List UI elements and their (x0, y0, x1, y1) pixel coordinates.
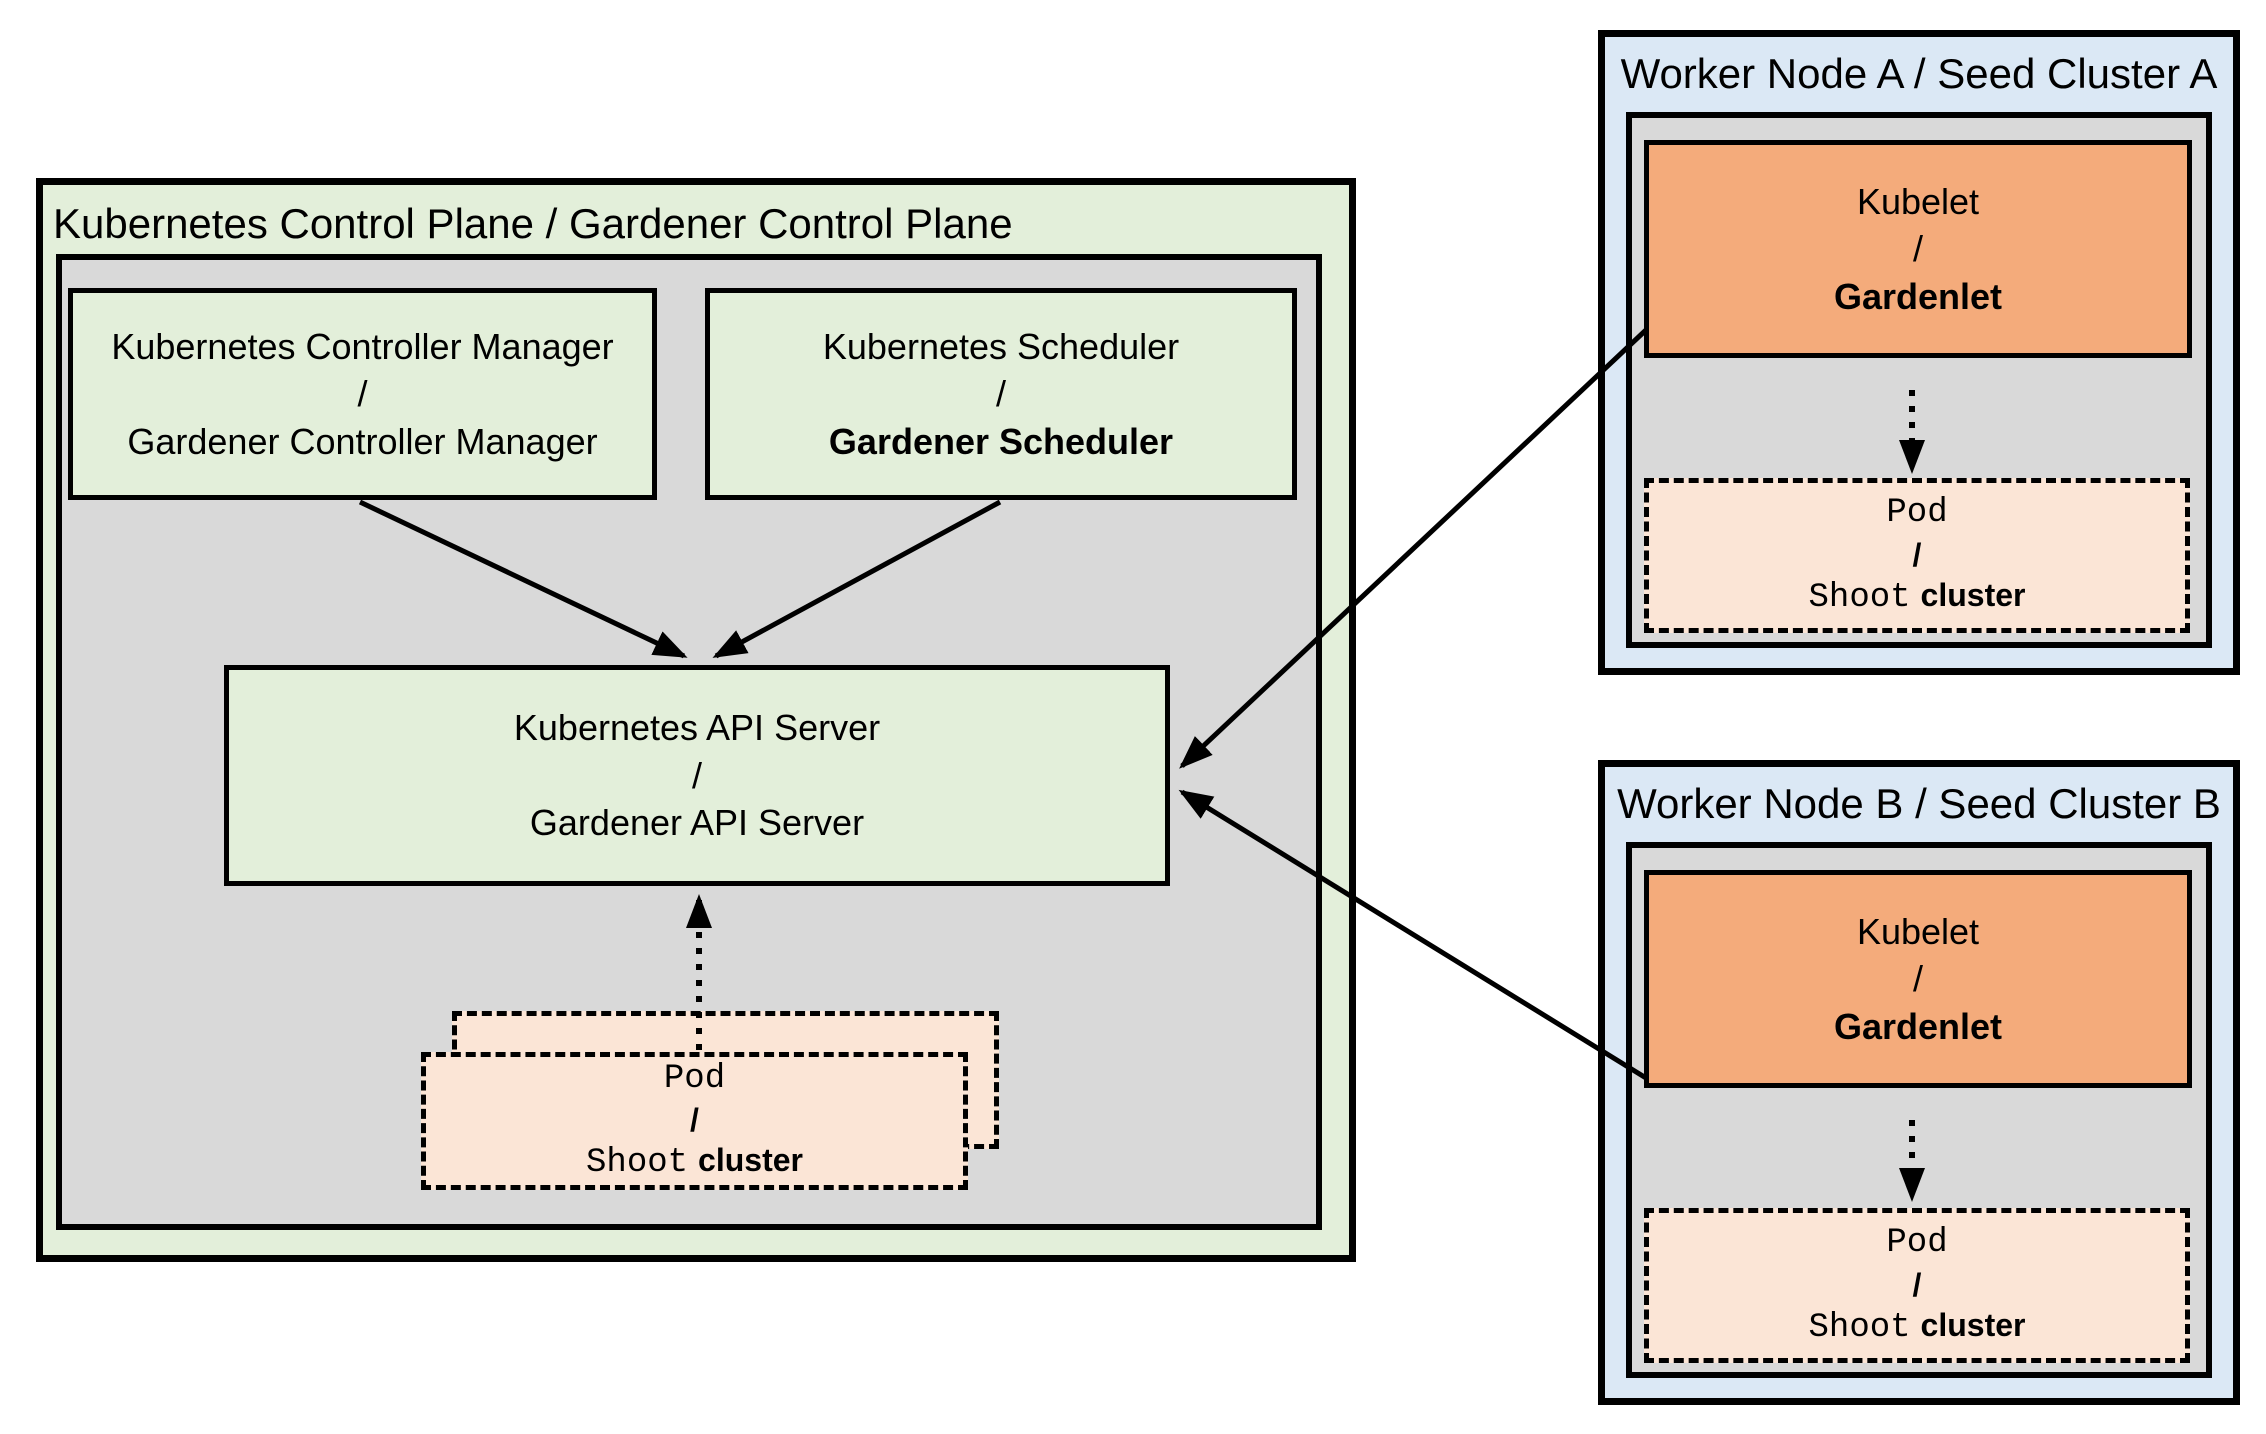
kubelet-b-line2: Gardenlet (1833, 1005, 2003, 1047)
control-plane-inner-box: Kubernetes Controller Manager / Gardener… (56, 254, 1322, 1230)
scheduler-line2: Gardener Scheduler (828, 420, 1174, 462)
worker-node-a-box: Worker Node A / Seed Cluster A Kubelet /… (1598, 30, 2240, 675)
pod-b-line2-cluster: cluster (1920, 1306, 2026, 1343)
pod-b-line1: Pod (1886, 1224, 1948, 1262)
pod-a-line2-shoot: Shoot (1808, 578, 1911, 617)
pod-b-separator: / (1912, 1266, 1922, 1303)
control-plane-title: Kubernetes Control Plane / Gardener Cont… (53, 200, 1013, 247)
api-server-line2: Gardener API Server (529, 802, 865, 844)
kubelet-a-box: Kubelet / Gardenlet (1644, 140, 2192, 358)
scheduler-separator: / (995, 373, 1006, 415)
pod-a-line1: Pod (1886, 494, 1948, 532)
scheduler-line1: Kubernetes Scheduler (822, 325, 1180, 367)
controller-manager-separator: / (357, 373, 368, 415)
kubelet-b-separator: / (1912, 958, 1923, 1000)
pod-line1: Pod (663, 1059, 726, 1098)
api-server-box: Kubernetes API Server / Gardener API Ser… (224, 665, 1170, 886)
control-plane-box: Kubernetes Control Plane / Gardener Cont… (36, 178, 1356, 1262)
pod-b-line2-shoot: Shoot (1808, 1308, 1911, 1347)
kubelet-a-separator: / (1912, 228, 1923, 270)
worker-node-b-box: Worker Node B / Seed Cluster B Kubelet /… (1598, 760, 2240, 1405)
scheduler-box: Kubernetes Scheduler / Gardener Schedule… (705, 288, 1297, 500)
controller-manager-line2: Gardener Controller Manager (127, 420, 598, 462)
worker-node-b-title: Worker Node B / Seed Cluster B (1617, 780, 2221, 827)
pod-a-line2-cluster: cluster (1920, 576, 2026, 613)
pod-line2-cluster: cluster (698, 1142, 803, 1178)
pod-separator: / (690, 1102, 699, 1138)
api-server-separator: / (691, 754, 702, 796)
api-server-line1: Kubernetes API Server (513, 707, 881, 749)
pod-line2-shoot: Shoot (586, 1144, 689, 1182)
pod-a-separator: / (1912, 536, 1922, 573)
kubelet-b-box: Kubelet / Gardenlet (1644, 870, 2192, 1088)
worker-node-a-title: Worker Node A / Seed Cluster A (1620, 50, 2218, 97)
controller-manager-line1: Kubernetes Controller Manager (111, 325, 614, 367)
controller-manager-box: Kubernetes Controller Manager / Gardener… (68, 288, 657, 500)
kubelet-b-line1: Kubelet (1856, 910, 1980, 952)
kubelet-a-line1: Kubelet (1856, 180, 1980, 222)
kubelet-a-line2: Gardenlet (1833, 275, 2003, 317)
